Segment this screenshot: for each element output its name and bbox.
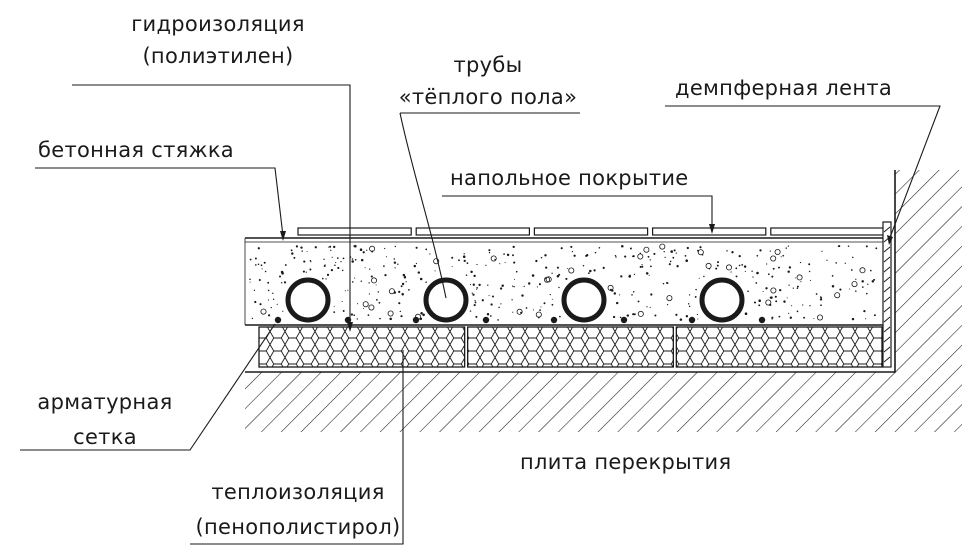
insulation-board — [467, 326, 674, 368]
leader-lines — [20, 84, 941, 545]
label-pipes-line2: «тёплого пола» — [398, 85, 578, 109]
floor-tiles — [297, 227, 885, 236]
mesh-rod — [620, 316, 628, 324]
label-floor-slab: плита перекрытия — [520, 450, 732, 474]
damper-tape — [882, 221, 892, 368]
heating-pipe — [285, 277, 331, 323]
floor-tile — [533, 227, 649, 236]
label-insulation-line1: теплоизоляция — [211, 480, 385, 504]
label-insulation-line2: (пенополистирол) — [195, 515, 401, 539]
insulation-boards — [258, 326, 883, 368]
label-pipes: трубы «тёплого пола» — [388, 55, 588, 108]
mesh-rod — [550, 316, 558, 324]
label-insulation: теплоизоляция (пенополистирол) — [178, 482, 418, 538]
floor-tile — [415, 227, 531, 236]
leader-damper — [665, 105, 941, 241]
reinforcing-mesh — [274, 316, 766, 324]
label-reinforcing-mesh-line1: арматурная — [37, 390, 173, 414]
mesh-rod — [482, 316, 490, 324]
heating-pipes — [285, 277, 745, 323]
leader-mesh — [20, 323, 276, 451]
label-reinforcing-mesh-line2: сетка — [73, 425, 137, 449]
mesh-rod — [412, 316, 420, 324]
floor-tile — [297, 227, 412, 236]
label-concrete-screed: бетонная стяжка — [38, 138, 234, 162]
mesh-rod — [688, 316, 696, 324]
leader-waterproofing — [72, 84, 351, 326]
label-reinforcing-mesh: арматурная сетка — [5, 392, 205, 448]
heating-pipe — [699, 277, 745, 323]
leader-insulation — [190, 350, 404, 545]
floor-tile — [770, 227, 885, 236]
leader-pipes — [399, 112, 580, 299]
mesh-rod — [274, 316, 282, 324]
leader-screed — [35, 167, 284, 237]
label-damper-tape: демпферная лента — [675, 76, 893, 100]
label-waterproofing-line2: (полиэтилен) — [142, 44, 294, 68]
label-pipes-line1: трубы — [453, 53, 523, 77]
mesh-rod — [758, 316, 766, 324]
heating-pipe — [423, 277, 469, 323]
label-waterproofing: гидроизоляция (полиэтилен) — [118, 14, 318, 67]
label-floor-covering: напольное покрытие — [450, 166, 689, 190]
label-waterproofing-line1: гидроизоляция — [131, 12, 305, 36]
leader-arrowheads — [280, 224, 893, 332]
screed-speckles — [249, 243, 878, 321]
leader-floor-covering — [442, 195, 713, 229]
heating-pipe — [561, 277, 607, 323]
insulation-board — [258, 326, 466, 368]
insulation-board — [675, 326, 883, 368]
floor-tile — [651, 227, 767, 236]
